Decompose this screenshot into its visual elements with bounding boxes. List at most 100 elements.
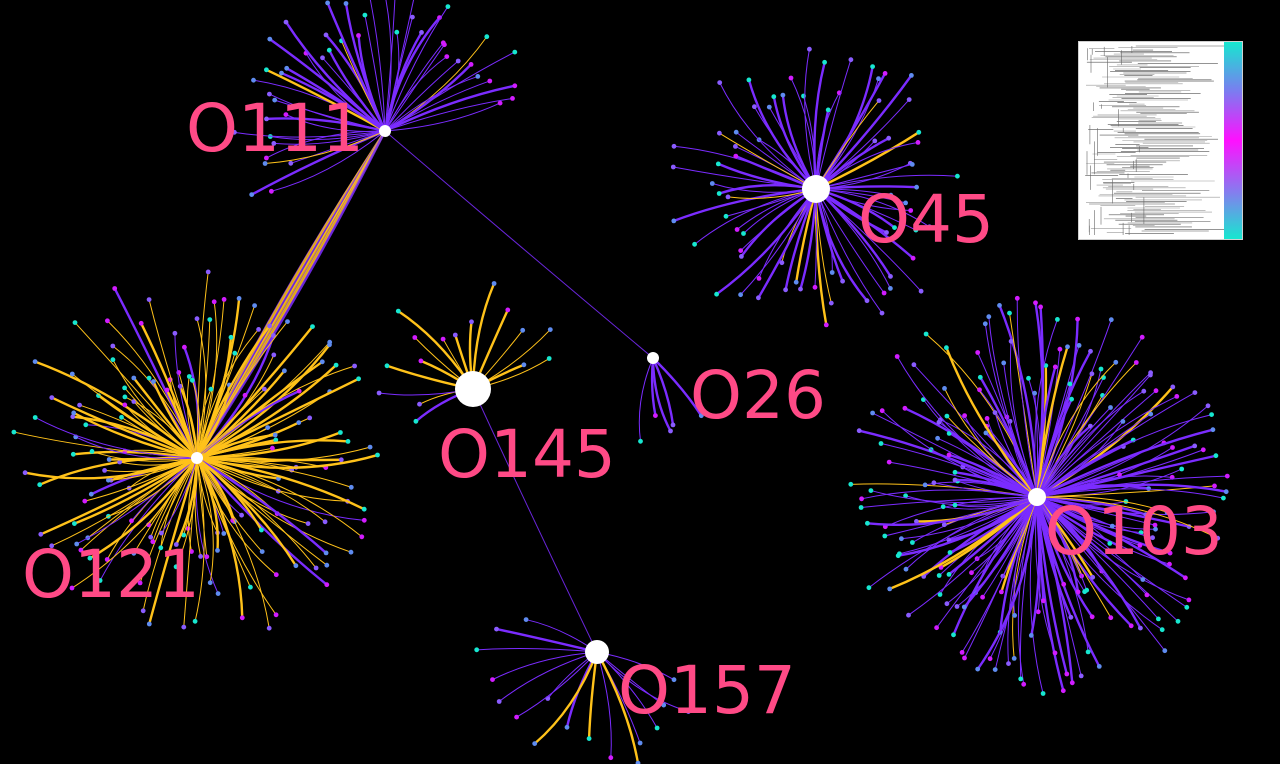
leaf-node [284, 65, 290, 71]
leaf-node [131, 375, 137, 381]
leaf-node [910, 255, 916, 261]
leaf-node [319, 359, 325, 365]
leaf-node [1138, 625, 1143, 631]
leaf-node [894, 354, 900, 359]
leaf-node [151, 379, 156, 384]
leaf-node [189, 549, 194, 554]
leaf-node [419, 30, 424, 35]
cluster-edge [1036, 414, 1212, 498]
cluster-edge [1035, 319, 1079, 498]
leaf-node [327, 342, 332, 348]
leaf-node [1001, 360, 1007, 366]
cluster-edge [285, 114, 386, 132]
cluster-o157 [474, 617, 691, 764]
leaf-node [766, 104, 772, 110]
leaf-node [356, 33, 361, 38]
cluster-edge [1016, 298, 1038, 498]
leaf-node [909, 73, 914, 78]
leaf-node [1008, 338, 1014, 344]
hub-node-o145 [455, 371, 491, 407]
leaf-node [858, 505, 864, 510]
leaf-node [902, 405, 908, 411]
cluster-edge [196, 319, 211, 459]
cluster-edge [1030, 496, 1041, 636]
leaf-node [305, 521, 311, 526]
leaf-node [1117, 472, 1122, 478]
cluster-edge [994, 496, 1038, 670]
phylogeny-legend [1078, 41, 1243, 240]
leaf-node [496, 699, 502, 704]
leaf-node [608, 755, 614, 761]
leaf-node [440, 336, 446, 342]
leaf-node [221, 531, 227, 536]
leaf-node [1159, 627, 1165, 633]
leaf-node [868, 488, 874, 493]
leaf-node [514, 714, 519, 720]
leaf-node [252, 303, 257, 308]
cluster-edge [476, 648, 598, 653]
cluster-edge [815, 188, 930, 228]
leaf-node [1128, 623, 1134, 629]
leaf-node [487, 78, 493, 84]
leaf-node [89, 449, 95, 454]
leaf-node [333, 362, 339, 368]
inter-cluster-link [472, 388, 598, 653]
cluster-edge [34, 360, 198, 459]
cluster-edge [384, 0, 396, 132]
leaf-node [903, 200, 908, 206]
cluster-edge [196, 457, 236, 522]
leaf-node [671, 218, 677, 224]
leaf-node [931, 480, 937, 486]
leaf-node [338, 430, 343, 435]
leaf-node [698, 413, 704, 419]
cluster-edge [815, 174, 958, 190]
leaf-node [194, 316, 200, 322]
cluster-edge [71, 457, 198, 589]
leaf-node [394, 29, 400, 35]
leaf-node [345, 439, 351, 444]
cluster-edge [638, 357, 654, 442]
leaf-node [1006, 661, 1011, 666]
leaf-node [975, 666, 981, 672]
leaf-node [455, 58, 461, 64]
cluster-edge [896, 356, 1038, 498]
leaf-node [352, 363, 357, 369]
leaf-node [798, 286, 803, 292]
leaf-node [69, 585, 75, 591]
leaf-node [887, 586, 893, 592]
leaf-node [1175, 618, 1181, 624]
leaf-node [1167, 550, 1173, 556]
leaf-node [232, 350, 238, 356]
cluster-edge [270, 130, 386, 141]
leaf-node [888, 274, 893, 279]
cluster-edge [1036, 495, 1187, 579]
leaf-node [264, 67, 269, 73]
cluster-edge [369, 0, 386, 132]
cluster-edge [673, 187, 817, 223]
leaf-node [129, 518, 134, 524]
leaf-node [140, 608, 146, 614]
cluster-edge [196, 457, 326, 523]
cluster-edge [804, 49, 817, 190]
cluster-edge [51, 457, 198, 547]
leaf-node [1150, 535, 1155, 541]
cluster-edge [908, 496, 1038, 616]
leaf-node [952, 502, 958, 508]
cluster-edge [175, 457, 199, 546]
cluster-edge [196, 457, 270, 629]
cluster-edge [274, 99, 386, 132]
cluster-edge [383, 16, 441, 132]
cluster-edge [651, 357, 675, 426]
leaf-node [475, 74, 481, 79]
leaf-node [888, 192, 894, 198]
cluster-edge [196, 301, 218, 459]
cluster-edge [84, 457, 198, 502]
leaf-node [1215, 535, 1221, 541]
leaf-node [384, 363, 390, 369]
leaf-node [173, 564, 179, 570]
cluster-edge [1036, 428, 1214, 499]
leaf-node [1113, 359, 1119, 365]
leaf-node [1174, 394, 1180, 399]
leaf-node [285, 319, 290, 324]
leaf-node [670, 422, 676, 428]
